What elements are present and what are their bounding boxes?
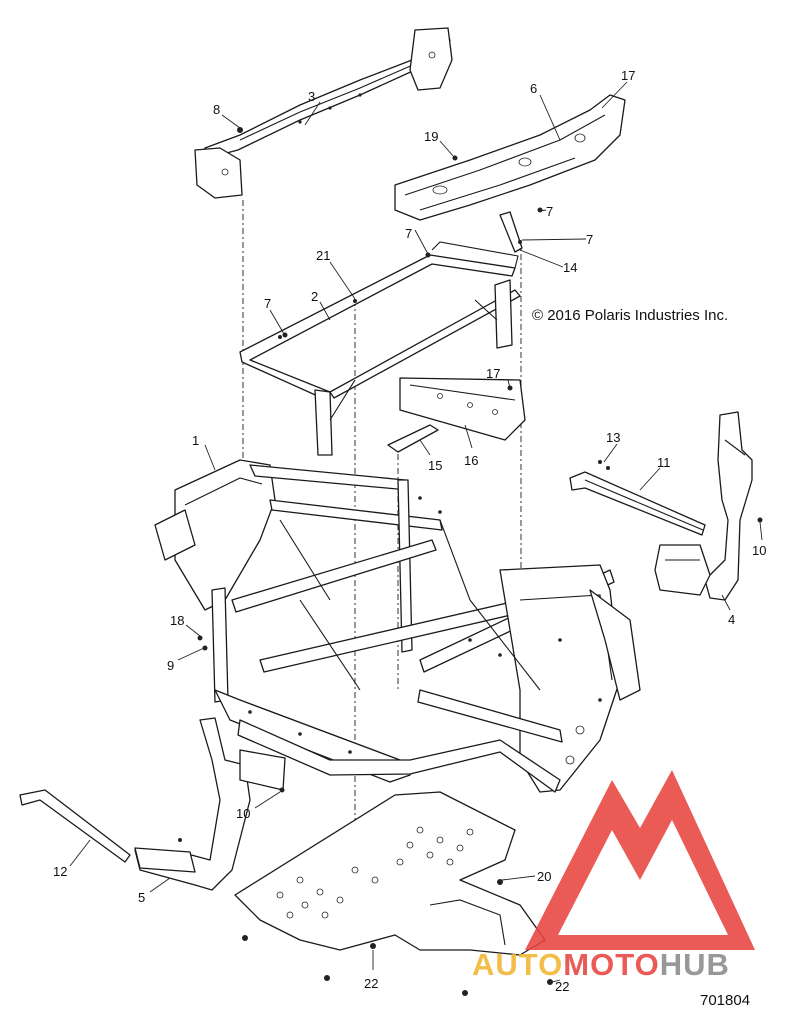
part-1-main-frame — [154, 459, 641, 793]
watermark-moto: MOTO — [563, 947, 659, 982]
watermark-hub: HUB — [660, 947, 730, 982]
part-3-rear-cross-beam — [194, 27, 453, 199]
callout-22a: 22 — [364, 976, 378, 991]
callout-14: 14 — [563, 260, 577, 275]
part-2-cargo-frame — [239, 241, 521, 456]
callout-18: 18 — [170, 613, 184, 628]
svg-text:AUTOMOTOHUB: AUTOMOTOHUB — [472, 947, 730, 982]
callout-9: 9 — [167, 658, 174, 673]
floor-plate — [234, 791, 546, 956]
copyright-text: © 2016 Polaris Industries Inc. — [532, 307, 728, 324]
callout-17b: 17 — [486, 366, 500, 381]
watermark-auto: AUTO — [472, 947, 563, 982]
part-12-left-rail — [19, 789, 131, 863]
callout-19: 19 — [424, 129, 438, 144]
callout-7d: 7 — [586, 232, 593, 247]
callout-2: 2 — [311, 289, 318, 304]
callout-21: 21 — [316, 248, 330, 263]
callout-17a: 17 — [621, 68, 635, 83]
callout-7c: 7 — [546, 204, 553, 219]
fasteners — [197, 127, 763, 996]
callout-12: 12 — [53, 864, 67, 879]
callout-8: 8 — [213, 102, 220, 117]
part-4-right-nerf-bar — [654, 411, 753, 601]
part-16-center-plate — [399, 377, 526, 441]
callout-10a: 10 — [752, 543, 766, 558]
callout-16: 16 — [464, 453, 478, 468]
callout-7b: 7 — [264, 296, 271, 311]
callout-13: 13 — [606, 430, 620, 445]
callout-15: 15 — [428, 458, 442, 473]
part-14-bracket — [499, 211, 523, 253]
part-5-left-nerf-bar — [134, 717, 286, 891]
callout-10b: 10 — [236, 806, 250, 821]
callout-11: 11 — [657, 455, 671, 470]
callout-7a: 7 — [405, 226, 412, 241]
part-15-bracket — [387, 424, 439, 453]
callout-6: 6 — [530, 81, 537, 96]
callout-5: 5 — [138, 890, 145, 905]
part-6-rear-panel — [394, 94, 626, 221]
callout-20: 20 — [537, 869, 551, 884]
callout-3: 3 — [308, 89, 315, 104]
document-number: 701804 — [700, 992, 750, 1009]
floor-plate-holes — [276, 826, 474, 919]
watermark: AUTOMOTOHUB — [472, 770, 755, 982]
callout-22b: 22 — [555, 979, 569, 994]
callout-1: 1 — [192, 433, 199, 448]
watermark-logo-triangle — [525, 770, 755, 950]
callout-4: 4 — [728, 612, 735, 627]
leader-lines — [69, 81, 763, 983]
part-11-right-rail — [569, 471, 706, 536]
callout-labels: 1 2 3 4 5 6 7 7 7 7 8 9 10 10 11 12 13 1… — [53, 68, 766, 994]
